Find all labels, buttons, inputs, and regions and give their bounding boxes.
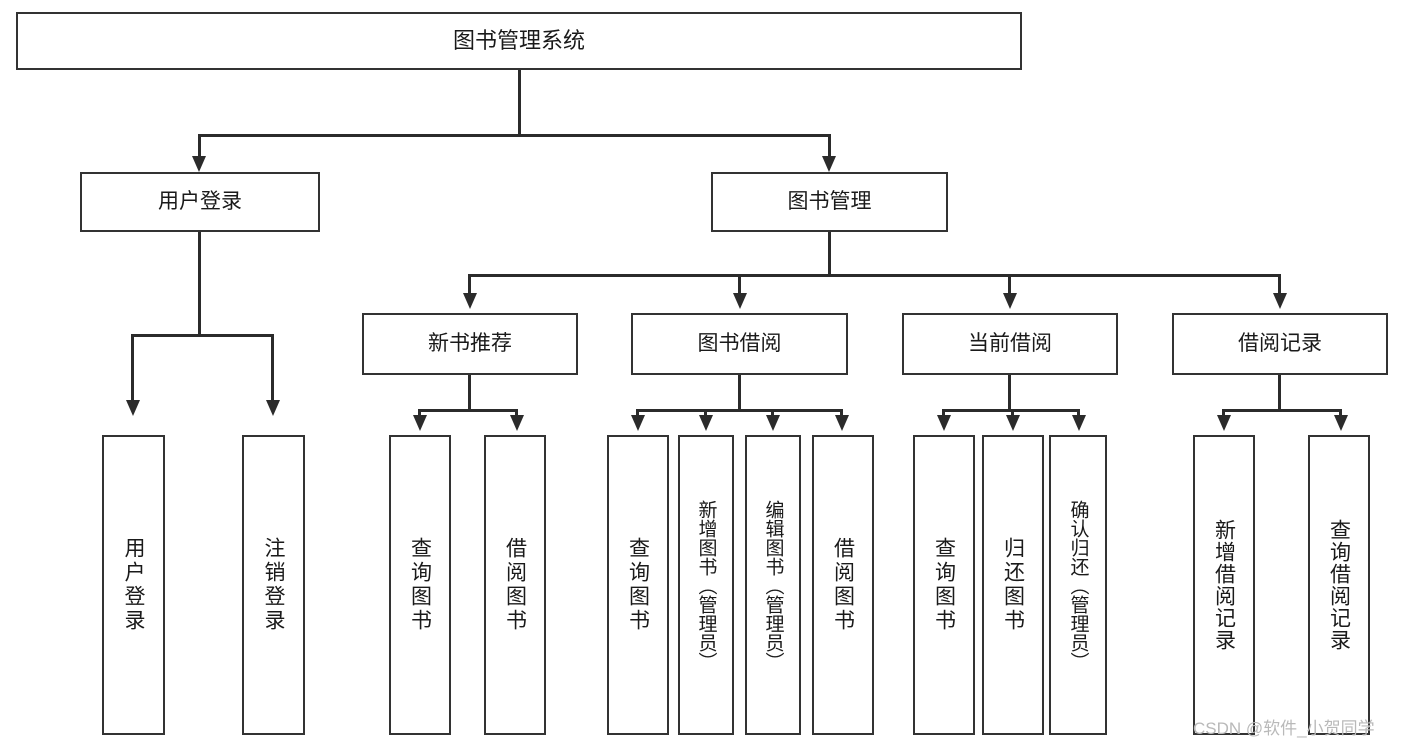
leaf-query-book-newbook[interactable]: 查询图书 xyxy=(389,435,451,735)
edge-bookmgmt-to-borrow xyxy=(738,274,741,298)
arrow-newbook-to-borrow xyxy=(510,415,524,431)
edge-root-bar xyxy=(198,134,831,137)
edge-login-to-userlogin xyxy=(131,334,134,402)
node-user-login[interactable]: 用户登录 xyxy=(80,172,320,232)
edge-bookborrow-bar xyxy=(636,409,843,412)
leaf-confirm-return-admin-label: 确认归还（管理员） xyxy=(1067,499,1089,671)
arrow-root-to-bookmgmt xyxy=(822,156,836,172)
leaf-borrow-book-newbook[interactable]: 借阅图书 xyxy=(484,435,546,735)
arrow-bookmgmt-to-newbook xyxy=(463,293,477,309)
leaf-query-book-borrow[interactable]: 查询图书 xyxy=(607,435,669,735)
leaf-logout[interactable]: 注销登录 xyxy=(242,435,305,735)
edge-bookmgmt-to-newbook xyxy=(468,274,471,298)
arrow-bookborrow-to-add xyxy=(699,415,713,431)
arrow-bookborrow-to-query xyxy=(631,415,645,431)
edge-borrowrecord-stem xyxy=(1278,375,1281,412)
edge-login-stem xyxy=(198,232,201,336)
leaf-query-borrow-record-label: 查询借阅记录 xyxy=(1327,519,1351,651)
arrow-root-to-login xyxy=(192,156,206,172)
edge-borrowrecord-bar xyxy=(1222,409,1339,412)
leaf-edit-book-admin[interactable]: 编辑图书（管理员） xyxy=(745,435,801,735)
arrow-bookmgmt-to-current xyxy=(1003,293,1017,309)
leaf-confirm-return-admin[interactable]: 确认归还（管理员） xyxy=(1049,435,1107,735)
leaf-query-book-current[interactable]: 查询图书 xyxy=(913,435,975,735)
edge-newbook-stem xyxy=(468,375,471,412)
node-new-book-recommend[interactable]: 新书推荐 xyxy=(362,313,578,375)
node-book-borrow-label: 图书借阅 xyxy=(697,331,782,355)
edge-currentborrow-bar xyxy=(942,409,1079,412)
leaf-add-borrow-record-label: 新增借阅记录 xyxy=(1212,519,1236,651)
arrow-borrowrecord-to-query xyxy=(1334,415,1348,431)
node-current-borrow[interactable]: 当前借阅 xyxy=(902,313,1118,375)
arrow-login-to-logout xyxy=(266,400,280,416)
leaf-add-book-admin[interactable]: 新增图书（管理员） xyxy=(678,435,734,735)
leaf-return-book[interactable]: 归还图书 xyxy=(982,435,1044,735)
arrow-bookmgmt-to-borrow xyxy=(733,293,747,309)
leaf-add-book-admin-label: 新增图书（管理员） xyxy=(695,499,717,671)
edge-root-to-bookmgmt xyxy=(828,134,831,159)
node-root-label: 图书管理系统 xyxy=(452,28,585,54)
edge-newbook-bar xyxy=(418,409,518,412)
edge-root-stem xyxy=(518,70,521,136)
edge-bookmgmt-to-record xyxy=(1278,274,1281,298)
edge-login-to-logout xyxy=(271,334,274,402)
leaf-logout-label: 注销登录 xyxy=(262,537,285,633)
leaf-user-login[interactable]: 用户登录 xyxy=(102,435,165,735)
leaf-return-book-label: 归还图书 xyxy=(1001,537,1025,633)
node-new-book-recommend-label: 新书推荐 xyxy=(428,331,512,355)
edge-root-to-login xyxy=(198,134,201,159)
arrow-currentborrow-to-return xyxy=(1006,415,1020,431)
node-root[interactable]: 图书管理系统 xyxy=(16,12,1022,70)
arrow-bookmgmt-to-record xyxy=(1273,293,1287,309)
leaf-borrow-book-newbook-label: 借阅图书 xyxy=(503,537,527,633)
leaf-query-borrow-record[interactable]: 查询借阅记录 xyxy=(1308,435,1370,735)
arrow-login-to-userlogin xyxy=(126,400,140,416)
node-book-management[interactable]: 图书管理 xyxy=(711,172,948,232)
leaf-query-book-borrow-label: 查询图书 xyxy=(626,537,650,633)
csdn-watermark: CSDN @软件_小贺同学 xyxy=(1193,719,1375,738)
arrow-bookborrow-to-borrow xyxy=(835,415,849,431)
node-borrow-record[interactable]: 借阅记录 xyxy=(1172,313,1388,375)
edge-login-bar xyxy=(131,334,274,337)
edge-bookmgmt-stem xyxy=(828,232,831,277)
leaf-query-book-newbook-label: 查询图书 xyxy=(408,537,432,633)
node-current-borrow-label: 当前借阅 xyxy=(968,331,1052,355)
arrow-bookborrow-to-edit xyxy=(766,415,780,431)
edge-currentborrow-stem xyxy=(1008,375,1011,412)
edge-bookmgmt-bar xyxy=(468,274,1280,277)
edge-bookborrow-stem xyxy=(738,375,741,412)
arrow-currentborrow-to-query xyxy=(937,415,951,431)
arrow-currentborrow-to-confirm xyxy=(1072,415,1086,431)
node-book-management-label: 图书管理 xyxy=(787,189,872,213)
edge-bookmgmt-to-current xyxy=(1008,274,1011,298)
arrow-newbook-to-query xyxy=(413,415,427,431)
leaf-query-book-current-label: 查询图书 xyxy=(932,537,956,633)
leaf-add-borrow-record[interactable]: 新增借阅记录 xyxy=(1193,435,1255,735)
leaf-borrow-book-label: 借阅图书 xyxy=(831,537,855,633)
arrow-borrowrecord-to-add xyxy=(1217,415,1231,431)
node-borrow-record-label: 借阅记录 xyxy=(1238,331,1322,355)
leaf-user-login-label: 用户登录 xyxy=(122,537,145,633)
leaf-borrow-book[interactable]: 借阅图书 xyxy=(812,435,874,735)
node-book-borrow[interactable]: 图书借阅 xyxy=(631,313,848,375)
node-user-login-label: 用户登录 xyxy=(158,189,242,213)
leaf-edit-book-admin-label: 编辑图书（管理员） xyxy=(762,499,784,671)
